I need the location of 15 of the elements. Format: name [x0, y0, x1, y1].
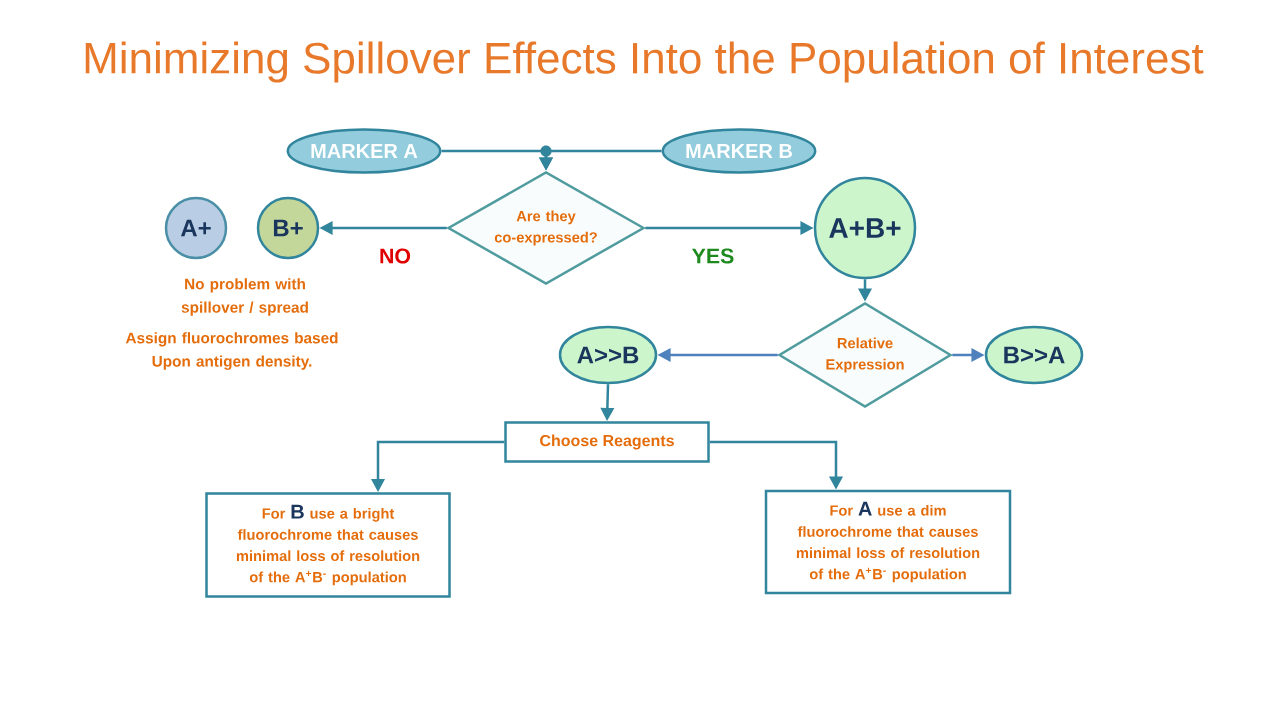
ellipse-node: A>>B — [558, 325, 658, 385]
edge-label: NO — [377, 247, 413, 265]
circle-node: B+ — [256, 196, 320, 260]
circle-node: A+B+ — [813, 176, 917, 280]
note-text: Assign fluorochromes based Upon antigen density. — [125, 332, 338, 370]
edge-label: YES — [690, 247, 736, 265]
note-text: No problem with spillover / spread — [181, 278, 308, 316]
title: Minimizing Spillover Effects Into the Population of Interest — [85, 41, 1204, 83]
process-box: For B use a bright fluorochrome that causes minimal loss of resolution of the A$^{+}$B$^{-}$ population — [205, 492, 451, 598]
circle-node: A+ — [164, 196, 228, 260]
ellipse-node: MARKER B — [661, 128, 817, 174]
ellipse-node: MARKER A — [286, 128, 442, 174]
ellipse-node: B>>A — [984, 325, 1084, 385]
process-box: For A use a dim fluorochrome that causes minimal loss of resolution of the A$^{+}$B$^{-}$ population — [764, 489, 1012, 595]
process-box: Choose Reagents — [504, 421, 710, 463]
